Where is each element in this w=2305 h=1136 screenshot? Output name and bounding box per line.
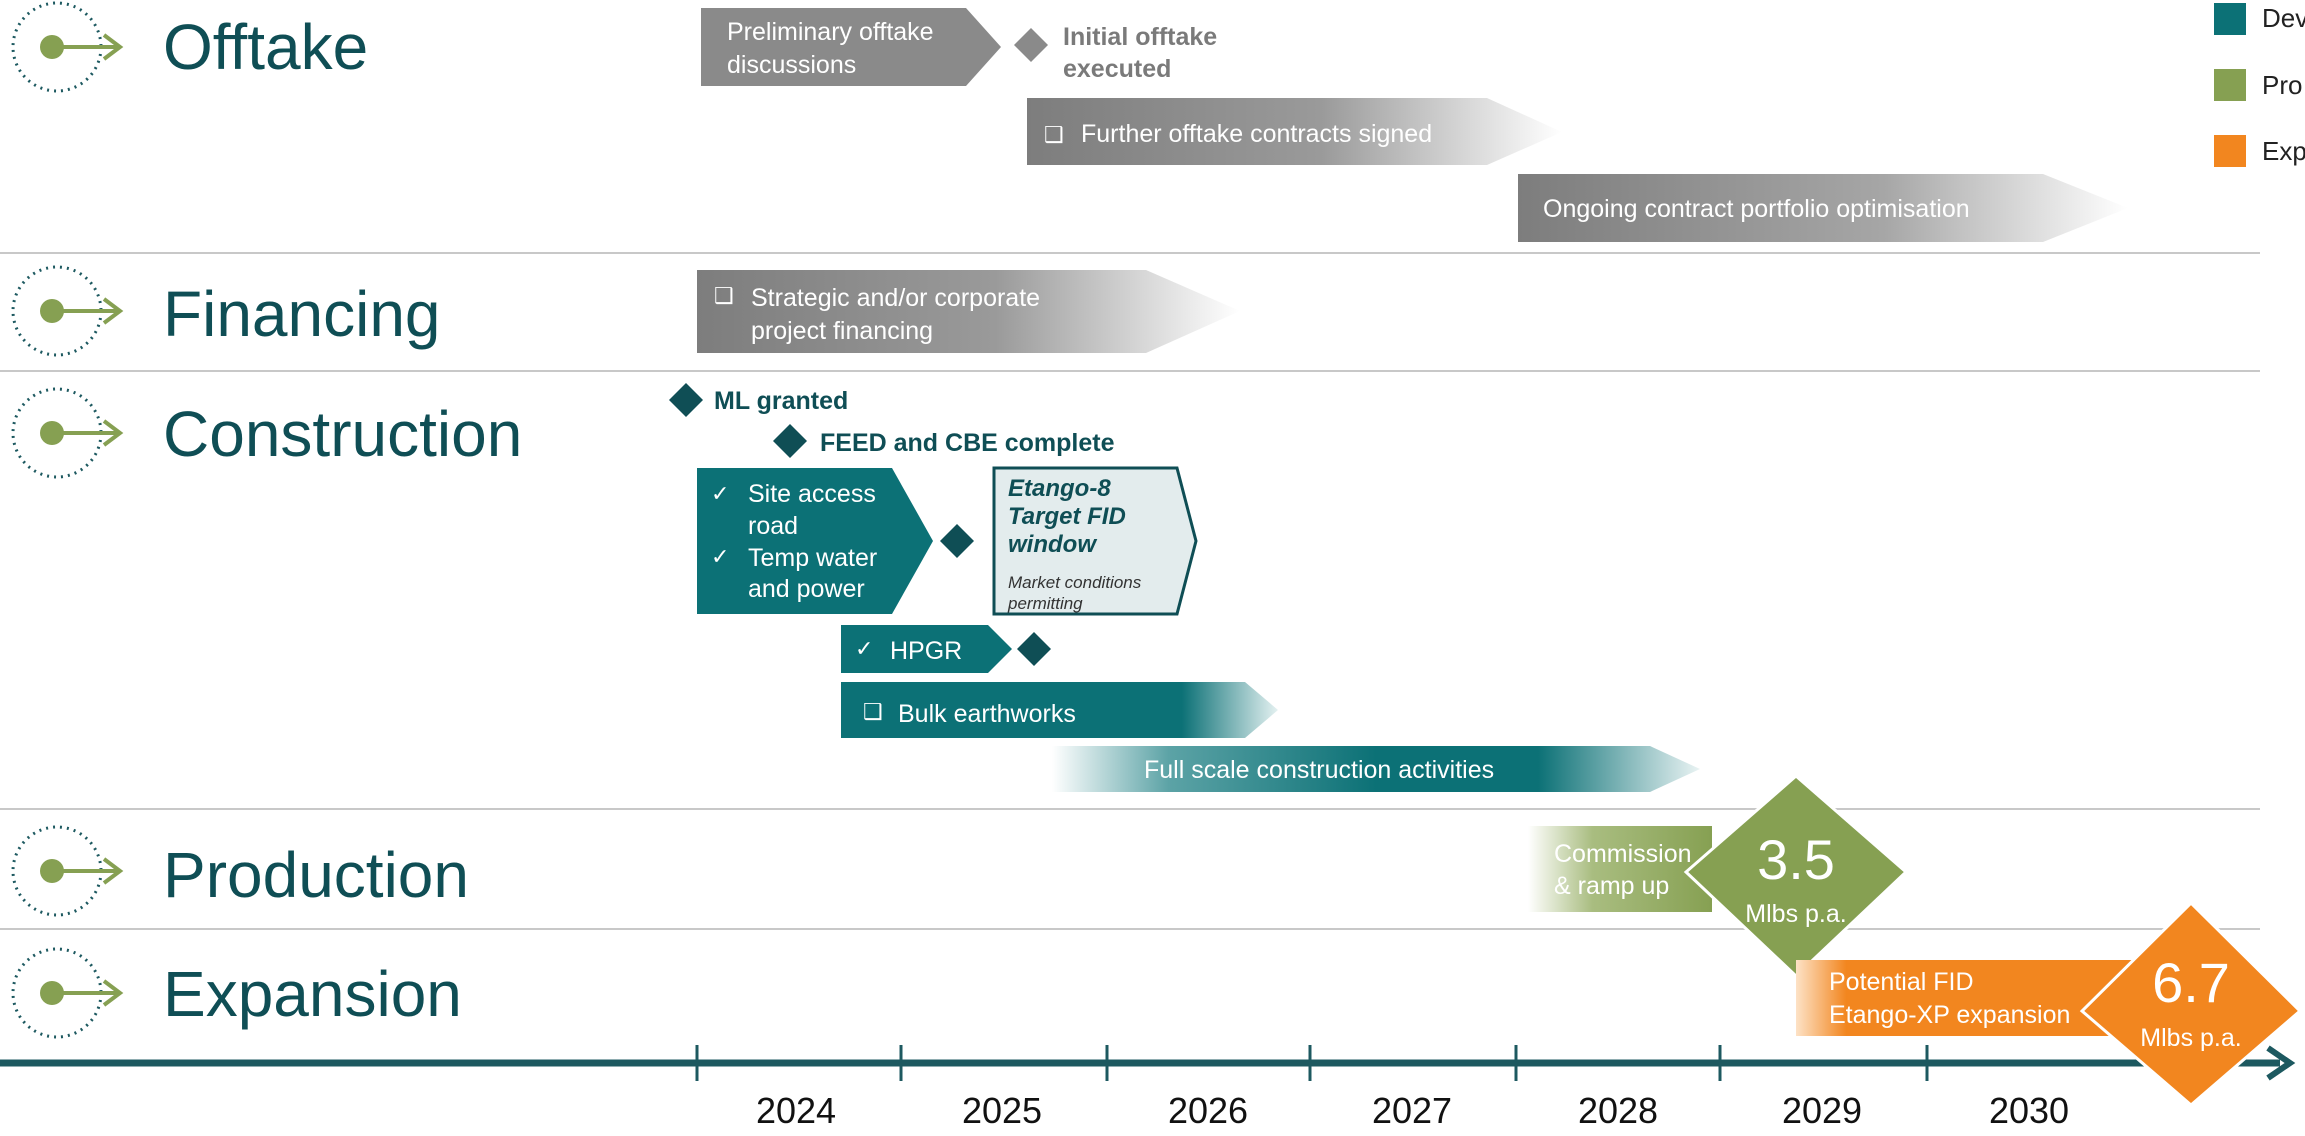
offtake-initial-milestone: Initial offtake executed (1014, 23, 1217, 83)
ml-granted-milestone: ML granted (669, 383, 848, 417)
timeline-axis: 2024 2025 2026 2027 2028 2029 2030 (0, 1045, 2296, 1131)
milestone-diamond (940, 524, 974, 558)
milestone-diamond (1017, 632, 1051, 666)
legend-label-pro: Pro (2262, 70, 2302, 100)
fid-line1: Etango-8 (1008, 475, 1111, 502)
expansion-line2: Etango-XP expansion (1829, 1001, 2070, 1029)
site-access-line2: road (748, 512, 798, 540)
full-scale-arrow: Full scale construction activities (1052, 746, 1700, 792)
offtake-prelim-arrow: Preliminary offtake discussions (701, 8, 1001, 86)
row-label-production: Production (163, 839, 469, 911)
legend: Dev Pro Exp (2214, 3, 2305, 167)
row-label-expansion: Expansion (163, 958, 462, 1030)
milestone-diamond (1014, 28, 1048, 62)
offtake-prelim-line1: Preliminary offtake (727, 18, 934, 46)
hpgr-label: HPGR (890, 637, 962, 665)
row-label-financing: Financing (163, 278, 441, 350)
row-label-construction: Construction (163, 398, 522, 470)
arrow-target-icon (11, 387, 124, 479)
row-label-offtake: Offtake (163, 11, 368, 83)
offtake-further-label: Further offtake contracts signed (1081, 120, 1432, 148)
milestone-diamond (773, 424, 807, 458)
commission-line1: Commission (1554, 840, 1692, 868)
financing-line2: project financing (751, 317, 933, 345)
year-label: 2029 (1782, 1090, 1862, 1131)
offtake-initial-line1: Initial offtake (1063, 23, 1217, 51)
check-icon: ✓ (711, 544, 729, 569)
arrow-target-icon (11, 1, 124, 93)
expansion-bar: Potential FID Etango-XP expansion (1796, 960, 2132, 1036)
year-label: 2025 (962, 1090, 1042, 1131)
offtake-further-arrow: ❑ Further offtake contracts signed (1027, 98, 1562, 165)
fid-note1: Market conditions (1008, 573, 1142, 592)
feed-cbe-label: FEED and CBE complete (820, 429, 1115, 457)
fid-note2: permitting (1007, 594, 1083, 613)
legend-swatch-dev (2214, 3, 2246, 35)
legend-swatch-pro (2214, 69, 2246, 101)
commission-line2: & ramp up (1554, 872, 1669, 900)
production-target-diamond: 3.5 Mlbs p.a. (1683, 774, 1909, 979)
production-value: 3.5 (1757, 828, 1835, 891)
site-access-arrow: ✓ Site access road ✓ Temp water and powe… (697, 468, 933, 614)
row-dividers (0, 252, 2260, 930)
legend-label-exp: Exp (2262, 136, 2305, 166)
offtake-ongoing-arrow: Ongoing contract portfolio optimisation (1518, 174, 2128, 242)
expansion-unit: Mlbs p.a. (2140, 1024, 2241, 1052)
full-scale-label: Full scale construction activities (1144, 756, 1494, 784)
arrow-target-icon (11, 947, 124, 1039)
bulk-earthworks-arrow: ❑ Bulk earthworks (841, 682, 1278, 738)
hpgr-arrow: ✓ HPGR (841, 625, 1012, 673)
checkbox-icon: ❑ (714, 283, 734, 308)
milestone-diamond (669, 383, 703, 417)
year-label: 2028 (1578, 1090, 1658, 1131)
temp-water-line2: and power (748, 575, 865, 603)
checkbox-icon: ❑ (863, 699, 883, 724)
offtake-ongoing-label: Ongoing contract portfolio optimisation (1543, 195, 1970, 223)
arrow-target-icon (11, 825, 124, 917)
ml-granted-label: ML granted (714, 387, 848, 415)
offtake-prelim-line2: discussions (727, 51, 856, 79)
checkbox-icon: ❑ (1044, 122, 1064, 147)
expansion-value: 6.7 (2152, 951, 2230, 1014)
bulk-earthworks-label: Bulk earthworks (898, 700, 1076, 728)
legend-label-dev: Dev (2262, 3, 2305, 33)
check-icon: ✓ (711, 481, 729, 506)
financing-line1: Strategic and/or corporate (751, 284, 1040, 312)
legend-swatch-exp (2214, 135, 2246, 167)
arrow-target-icon (11, 265, 124, 357)
site-access-line1: Site access (748, 480, 876, 508)
fid-line3: window (1008, 531, 1097, 558)
commission-bar: Commission & ramp up (1528, 826, 1712, 912)
fid-window-box: Etango-8 Target FID window Market condit… (992, 466, 1198, 616)
axis-arrowhead-icon (2266, 1045, 2296, 1081)
offtake-initial-line2: executed (1063, 55, 1171, 83)
year-label: 2024 (756, 1090, 836, 1131)
expansion-line1: Potential FID (1829, 968, 1974, 996)
financing-arrow: ❑ Strategic and/or corporate project fin… (697, 270, 1240, 353)
year-label: 2026 (1168, 1090, 1248, 1131)
temp-water-line1: Temp water (748, 544, 877, 572)
feed-cbe-milestone: FEED and CBE complete (773, 424, 1115, 458)
year-label: 2030 (1989, 1090, 2069, 1131)
production-unit: Mlbs p.a. (1745, 900, 1846, 928)
expansion-target-diamond: 6.7 Mlbs p.a. (2079, 900, 2303, 1107)
fid-line2: Target FID (1008, 503, 1126, 530)
check-icon: ✓ (855, 636, 873, 661)
year-label: 2027 (1372, 1090, 1452, 1131)
